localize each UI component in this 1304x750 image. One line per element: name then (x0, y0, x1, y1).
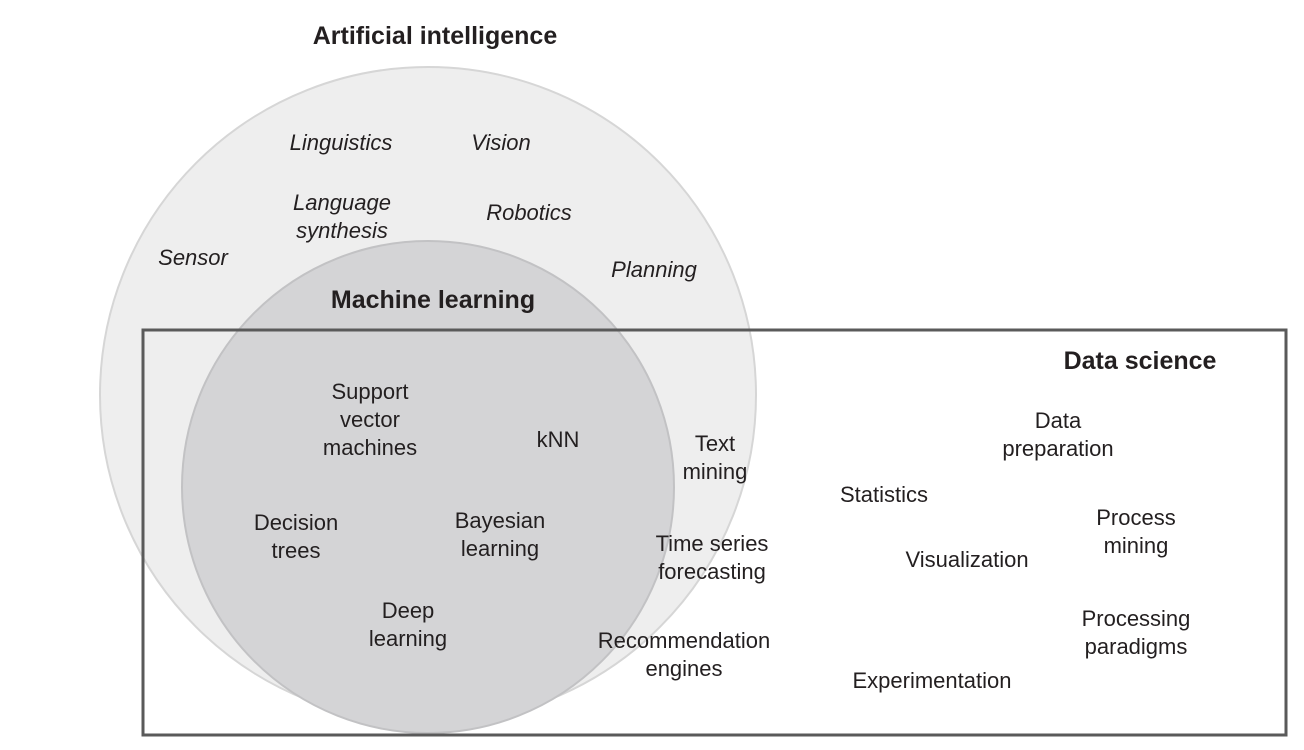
label-vision: Vision (471, 130, 531, 155)
label-language-synthesis: Language synthesis (272, 189, 412, 245)
label-line: forecasting (658, 559, 766, 584)
label-line: learning (368, 626, 448, 651)
label-support-vector-machines: Support vector machines (300, 378, 440, 462)
label-line: learning (460, 536, 540, 561)
label-bayesian-learning: Bayesian learning (430, 507, 570, 563)
label-line: Support (331, 379, 409, 404)
ds-title: Data science (1063, 347, 1217, 375)
label-process-mining: Process mining (1066, 504, 1206, 560)
label-line: Processing (1081, 606, 1191, 631)
label-line: engines (645, 656, 723, 681)
label-line: Text (694, 431, 736, 456)
label-line: Bayesian (454, 508, 546, 533)
label-line: mining (1103, 533, 1169, 558)
label-data-preparation: Data preparation (978, 407, 1138, 463)
data-science-box (141, 328, 1288, 737)
label-time-series-forecasting: Time series forecasting (632, 530, 792, 586)
label-processing-paradigms: Processing paradigms (1058, 605, 1214, 661)
label-robotics: Robotics (486, 200, 572, 225)
label-line: Process (1096, 505, 1176, 530)
label-line: Decision (253, 510, 339, 535)
ml-title: Machine learning (330, 286, 536, 314)
label-statistics: Statistics (839, 482, 929, 507)
label-line: Data (1034, 408, 1082, 433)
label-line: Recommendation (597, 628, 771, 653)
label-line: Language (293, 190, 391, 215)
label-visualization: Visualization (905, 547, 1029, 572)
label-linguistics: Linguistics (289, 130, 393, 155)
ml-circle (181, 240, 675, 734)
label-line: mining (682, 459, 748, 484)
label-line: vector (340, 407, 400, 432)
label-line: synthesis (296, 218, 388, 243)
label-sensor: Sensor (158, 245, 228, 270)
label-line: machines (322, 435, 418, 460)
label-line: paradigms (1084, 634, 1188, 659)
label-line: Deep (381, 598, 435, 623)
label-line: Time series (655, 531, 769, 556)
label-planning: Planning (611, 257, 697, 282)
label-line: trees (271, 538, 321, 563)
ai-title: Artificial intelligence (312, 22, 558, 50)
label-knn: kNN (536, 427, 580, 452)
label-decision-trees: Decision trees (236, 509, 356, 565)
label-text-mining: Text mining (665, 430, 765, 486)
label-deep-learning: Deep learning (343, 597, 473, 653)
label-experimentation: Experimentation (852, 668, 1012, 693)
label-line: preparation (1002, 436, 1114, 461)
label-recommendation-engines: Recommendation engines (584, 627, 784, 683)
